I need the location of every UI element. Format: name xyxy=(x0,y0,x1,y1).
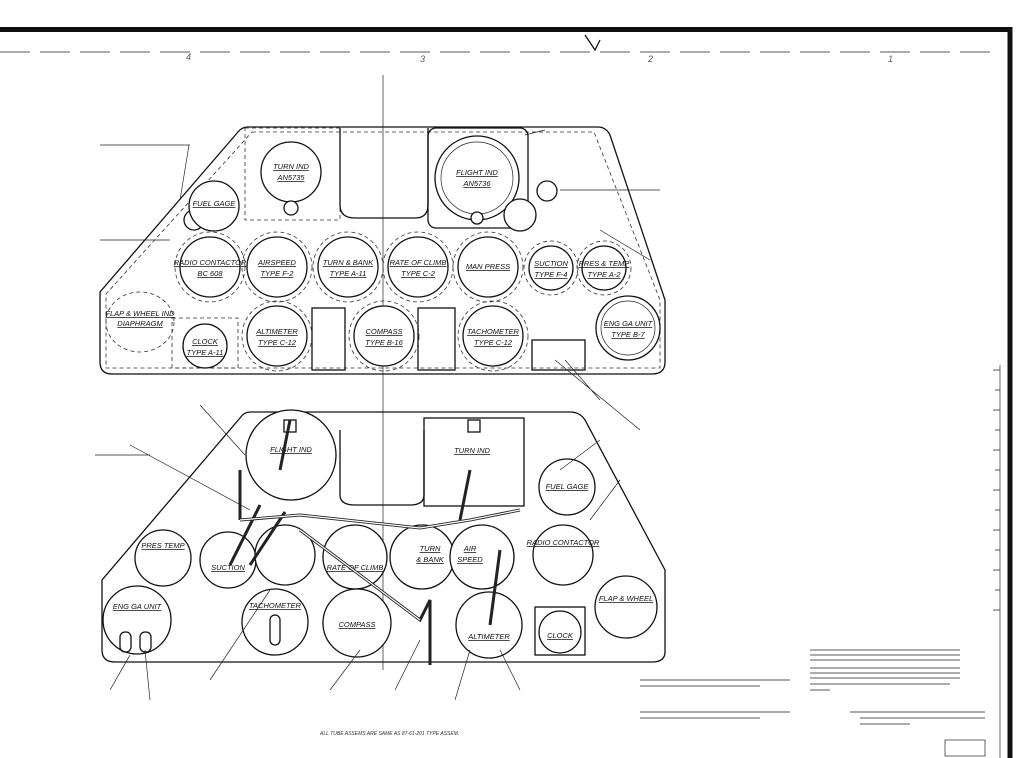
zone-3: 3 xyxy=(420,54,425,64)
lower-turn-bank: TURN & BANK xyxy=(389,524,455,590)
radio-contactor-gauge: RADIO CONTACTOR BC 608 xyxy=(174,231,247,303)
lower-tachometer-label: TACHOMETER xyxy=(249,601,302,610)
compass-type: TYPE B-16 xyxy=(365,338,403,347)
lower-suction: SUCTION xyxy=(199,531,257,589)
fuel-gage-label: FUEL GAGE xyxy=(193,199,237,208)
bottom-caption: ALL TUBE ASSEMS ARE SAME AS 87-61-201 TY… xyxy=(319,731,459,737)
radio-contactor-type: BC 608 xyxy=(197,269,223,278)
flight-ind-label: FLIGHT IND xyxy=(456,168,498,177)
lower-suction-label: SUCTION xyxy=(211,563,245,572)
press-temp-label: PRES & TEMP xyxy=(579,259,629,268)
lower-clock: CLOCK xyxy=(534,606,586,656)
rate-of-climb-label: RATE OF CLIMB xyxy=(390,258,447,267)
eng-ga-unit-gauge: ENG GA UNIT TYPE B-7 xyxy=(595,295,661,361)
compass-label: COMPASS xyxy=(366,327,403,336)
top-border xyxy=(0,27,1010,32)
switch-box xyxy=(531,339,586,371)
upper-panel: TURN IND AN5735 FLIGHT IND AN5736 FUEL G… xyxy=(99,126,666,431)
airspeed-label: AIRSPEED xyxy=(257,258,297,267)
scale-ruler xyxy=(993,365,1001,758)
flap-wheel-gauge: FLAP & WHEEL IND DIAPHRAGM xyxy=(105,291,175,353)
lower-turn-bank-label-2: & BANK xyxy=(416,555,445,564)
lower-turn-ind-label: TURN IND xyxy=(454,446,490,455)
man-press-gauge: MAN PRESS xyxy=(452,231,524,303)
lower-air-speed: AIR SPEED xyxy=(449,524,515,590)
tachometer-label: TACHOMETER xyxy=(467,327,520,336)
eng-ga-unit-label: ENG GA UNIT xyxy=(604,319,654,328)
zone-2: 2 xyxy=(647,54,653,64)
altimeter-type: TYPE C-12 xyxy=(258,338,297,347)
blank-plate xyxy=(311,307,346,371)
press-temp-type: TYPE A-2 xyxy=(587,270,621,279)
lower-pres-temp-label: PRES TEMP xyxy=(141,541,184,550)
lower-clock-label: CLOCK xyxy=(547,631,574,640)
eng-ga-unit-type: TYPE B-7 xyxy=(611,330,645,339)
turn-ind-type: AN5735 xyxy=(276,173,305,182)
lower-rate-of-climb: RATE OF CLIMB xyxy=(322,524,388,590)
press-temp-gauge: PRES & TEMP TYPE A-2 xyxy=(576,240,632,296)
turn-bank-type: TYPE A-11 xyxy=(330,269,367,278)
tachometer-gauge: TACHOMETER TYPE C-12 xyxy=(457,300,529,372)
lower-tachometer: TACHOMETER xyxy=(241,588,309,656)
pen-mark xyxy=(584,34,601,52)
turn-ind-housing xyxy=(423,417,525,507)
lower-fuel-gage-label: FUEL GAGE xyxy=(546,482,590,491)
lower-flap-wheel-label: FLAP & WHEEL xyxy=(599,594,653,603)
lower-eng-ga-unit-label: ENG GA UNIT xyxy=(113,602,163,611)
clock-label: CLOCK xyxy=(192,337,219,346)
title-block xyxy=(944,739,986,757)
lower-flap-wheel: FLAP & WHEEL xyxy=(594,575,658,639)
compass-gauge: COMPASS TYPE B-16 xyxy=(348,300,420,372)
altimeter-label: ALTIMETER xyxy=(255,327,298,336)
clock-gauge: CLOCK TYPE A-11 xyxy=(171,317,239,369)
lower-flight-ind: FLIGHT IND xyxy=(245,409,337,501)
suction-gauge: SUCTION TYPE F-4 xyxy=(523,240,579,296)
notes-block xyxy=(640,649,986,757)
lower-panel: FLIGHT IND TURN IND FUEL GAGE PRES TEMP … xyxy=(95,404,666,737)
lower-pres-temp: PRES TEMP xyxy=(134,529,192,587)
tachometer-type: TYPE C-12 xyxy=(474,338,513,347)
lower-altimeter: ALTIMETER xyxy=(455,591,523,659)
turn-bank-label: TURN & BANK xyxy=(323,258,374,267)
lower-compass-label: COMPASS xyxy=(339,620,376,629)
lower-radio-contactor: RADIO CONTACTOR xyxy=(527,524,600,586)
blank-plate xyxy=(417,307,456,371)
radio-contactor-label: RADIO CONTACTOR xyxy=(174,258,247,267)
turn-ind-label: TURN IND xyxy=(273,162,309,171)
fuel-gage-gauge xyxy=(188,180,240,232)
zone-4: 4 xyxy=(186,52,191,62)
clock-type: TYPE A-11 xyxy=(187,348,224,357)
turn-bank-gauge: TURN & BANK TYPE A-11 xyxy=(312,231,384,303)
switch-fitting xyxy=(536,180,558,202)
turn-ind-gauge xyxy=(260,141,322,203)
lower-flight-ind-label: FLIGHT IND xyxy=(270,445,312,454)
suction-label: SUCTION xyxy=(534,259,568,268)
lower-air-speed-label-2: SPEED xyxy=(457,555,483,564)
flap-wheel-label: FLAP & WHEEL IND xyxy=(105,309,175,318)
altimeter-gauge: ALTIMETER TYPE C-12 xyxy=(241,300,313,372)
lower-turn-bank-label: TURN xyxy=(420,544,441,553)
rate-of-climb-gauge: RATE OF CLIMB TYPE C-2 xyxy=(382,231,454,303)
lower-eng-ga-unit: ENG GA UNIT xyxy=(102,585,172,655)
lower-altimeter-label: ALTIMETER xyxy=(467,632,510,641)
lower-compass: COMPASS xyxy=(322,588,392,658)
lower-radio-contactor-label: RADIO CONTACTOR xyxy=(527,538,600,547)
airspeed-gauge: AIRSPEED TYPE F-2 xyxy=(241,231,313,303)
man-press-label: MAN PRESS xyxy=(466,262,510,271)
lower-fuel-gage: FUEL GAGE xyxy=(538,458,596,516)
suction-type: TYPE F-4 xyxy=(535,270,568,279)
flight-ind-type: AN5736 xyxy=(462,179,491,188)
zone-1: 1 xyxy=(888,54,893,64)
rate-of-climb-type: TYPE C-2 xyxy=(401,269,436,278)
flap-wheel-type: DIAPHRAGM xyxy=(117,319,163,328)
lower-rate-of-climb-label: RATE OF CLIMB xyxy=(327,563,384,572)
airspeed-type: TYPE F-2 xyxy=(261,269,295,278)
lower-air-speed-label: AIR xyxy=(463,544,477,553)
